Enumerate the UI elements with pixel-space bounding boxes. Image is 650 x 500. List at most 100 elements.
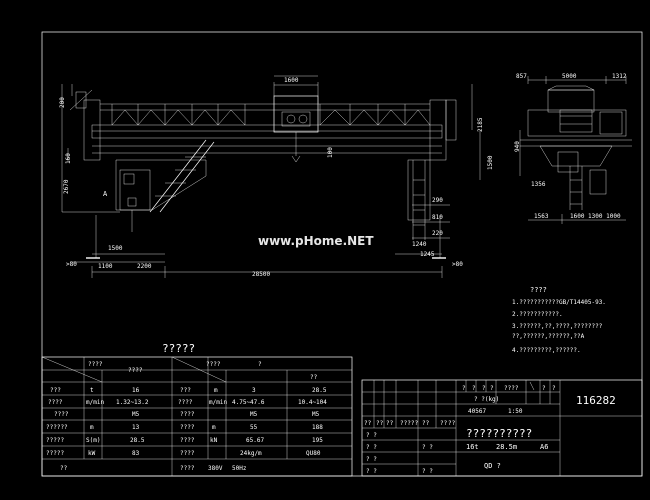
side-dim-top-mid: 5000: [562, 73, 577, 80]
tb-left-header: ??: [364, 420, 372, 427]
param-cell: 65.67: [246, 437, 264, 444]
dim-left-mid: 2200: [137, 263, 152, 270]
param-cell: ????: [180, 411, 195, 418]
tb-header-cell: ?: [542, 385, 546, 392]
param-header-diag-2: ????: [206, 361, 221, 368]
param-cell: m/min: [209, 399, 227, 406]
tb-model: QD ?: [484, 462, 501, 470]
dim-trolley-width: 1600: [284, 77, 299, 84]
dim-right-bottom: 1245: [420, 251, 435, 258]
notes-line-3: 3.??????,??,????,????????: [512, 323, 603, 330]
param-cell: 24kg/m: [240, 450, 262, 457]
dim-right-low-d: 1240: [412, 241, 427, 248]
dim-left-h1: 160: [65, 153, 72, 164]
tb-duty: A6: [540, 443, 548, 451]
notes-title: ????: [530, 286, 547, 294]
param-cell: S(m): [86, 437, 100, 444]
param-cell: 83: [132, 450, 140, 457]
tb-left-header: ??: [448, 420, 456, 427]
side-dim-left-low: 1356: [531, 181, 546, 188]
tb-left-row: ? ?: [366, 432, 377, 439]
tb-product-title: ??????????: [466, 427, 532, 440]
dim-left-bottom-marker: >80: [66, 261, 77, 268]
dim-right-top-b: 1500: [487, 155, 494, 170]
notes-line-1: 1.???????????GB/T14405-93.: [512, 299, 606, 306]
param-cell: m: [212, 424, 216, 431]
param-cell: 50Hz: [232, 465, 247, 472]
tb-left-header: ??: [422, 420, 430, 427]
dim-left-height: 2670: [63, 179, 70, 194]
dim-left-top: 200: [59, 97, 66, 108]
param-cell: m: [90, 424, 94, 431]
param-cell: kW: [88, 450, 96, 457]
tb-left-cell: ? ?: [422, 444, 433, 451]
param-cell: 28.5: [130, 437, 145, 444]
param-cell: ??: [60, 465, 68, 472]
tb-weight: 40567: [468, 408, 486, 415]
tb-left-header: ??: [440, 420, 448, 427]
param-cell: M5: [132, 411, 140, 418]
param-header-diag-1: ????: [88, 361, 103, 368]
param-cell: 16: [132, 387, 140, 394]
param-cell: ????: [180, 437, 195, 444]
param-cell: 3: [252, 387, 256, 394]
side-dim-top-left: 857: [516, 73, 527, 80]
main-elevation-view: 1600 28500 1100 2200 1500 1245 >80 >80 2…: [59, 75, 494, 278]
param-cell: ????: [180, 424, 195, 431]
param-header-col-1: ????: [128, 367, 143, 374]
tb-left-row: ? ?: [366, 468, 377, 475]
param-cell: ????: [48, 399, 63, 406]
param-cell: 55: [250, 424, 258, 431]
param-cell: 10.4~104: [298, 399, 327, 406]
param-cell: ????: [180, 465, 195, 472]
dim-span: 28500: [252, 271, 270, 278]
param-cell: m: [214, 387, 218, 394]
param-header-col-3: ?: [258, 361, 262, 368]
param-header-col-4: ??: [310, 374, 318, 381]
param-cell: ????: [180, 450, 195, 457]
dim-mid-vertical: 100: [327, 147, 334, 158]
dim-left-offset: 1100: [98, 263, 113, 270]
param-cell: QU80: [306, 450, 321, 457]
param-cell: t: [90, 387, 94, 394]
tb-header-cell: ?: [552, 385, 556, 392]
title-block: ? ? ? ? ???? ? ? ? ?(kg) 40567 1:50 ?? ?…: [361, 379, 643, 477]
tb-left-header: ??: [376, 420, 384, 427]
param-cell: M5: [250, 411, 258, 418]
dim-left-inner: 1500: [108, 245, 123, 252]
param-cell: 4.75~47.6: [232, 399, 265, 406]
side-dim-left-mid: 940: [514, 141, 521, 152]
drawing-number: 116282: [576, 394, 616, 407]
param-cell: M5: [312, 411, 320, 418]
tb-weight-label: ? ?(kg): [474, 396, 499, 403]
tb-left-header: ?????: [400, 420, 418, 427]
side-dim-top-right: 1312: [612, 73, 627, 80]
side-dim-bottom-left: 1563: [534, 213, 549, 220]
param-cell: 13: [132, 424, 140, 431]
tb-header-cell: ?: [490, 385, 494, 392]
param-cell: 28.5: [312, 387, 327, 394]
notes-line-4: ??,??????,??????,??A: [512, 333, 585, 340]
param-cell: 188: [312, 424, 323, 431]
param-cell: ???: [50, 387, 61, 394]
dim-right-low-a: 290: [432, 197, 443, 204]
tb-header-cell: ?: [472, 385, 476, 392]
param-table-title: ?????: [162, 342, 195, 355]
tb-capacity: 16t: [466, 443, 479, 451]
param-cell: kN: [210, 437, 218, 444]
param-cell: ???: [180, 387, 191, 394]
tb-scale: 1:50: [508, 408, 523, 415]
param-cell: 380V: [208, 465, 223, 472]
tb-span: 28.5m: [496, 443, 517, 451]
param-cell: 195: [312, 437, 323, 444]
param-cell: ?????: [46, 437, 64, 444]
parameter-table: ????? ???? ???? ???? ? ?? ??? t 16 ??? m…: [41, 342, 353, 477]
section-label-a: A: [103, 190, 108, 198]
param-cell: m/min: [86, 399, 104, 406]
notes-line-2: 2.???????????.: [512, 311, 563, 318]
param-cell: ?????: [46, 450, 64, 457]
dim-right-top-a: 2185: [477, 117, 484, 132]
tb-header-cell: ?: [462, 385, 466, 392]
tb-left-row: ? ?: [366, 444, 377, 451]
